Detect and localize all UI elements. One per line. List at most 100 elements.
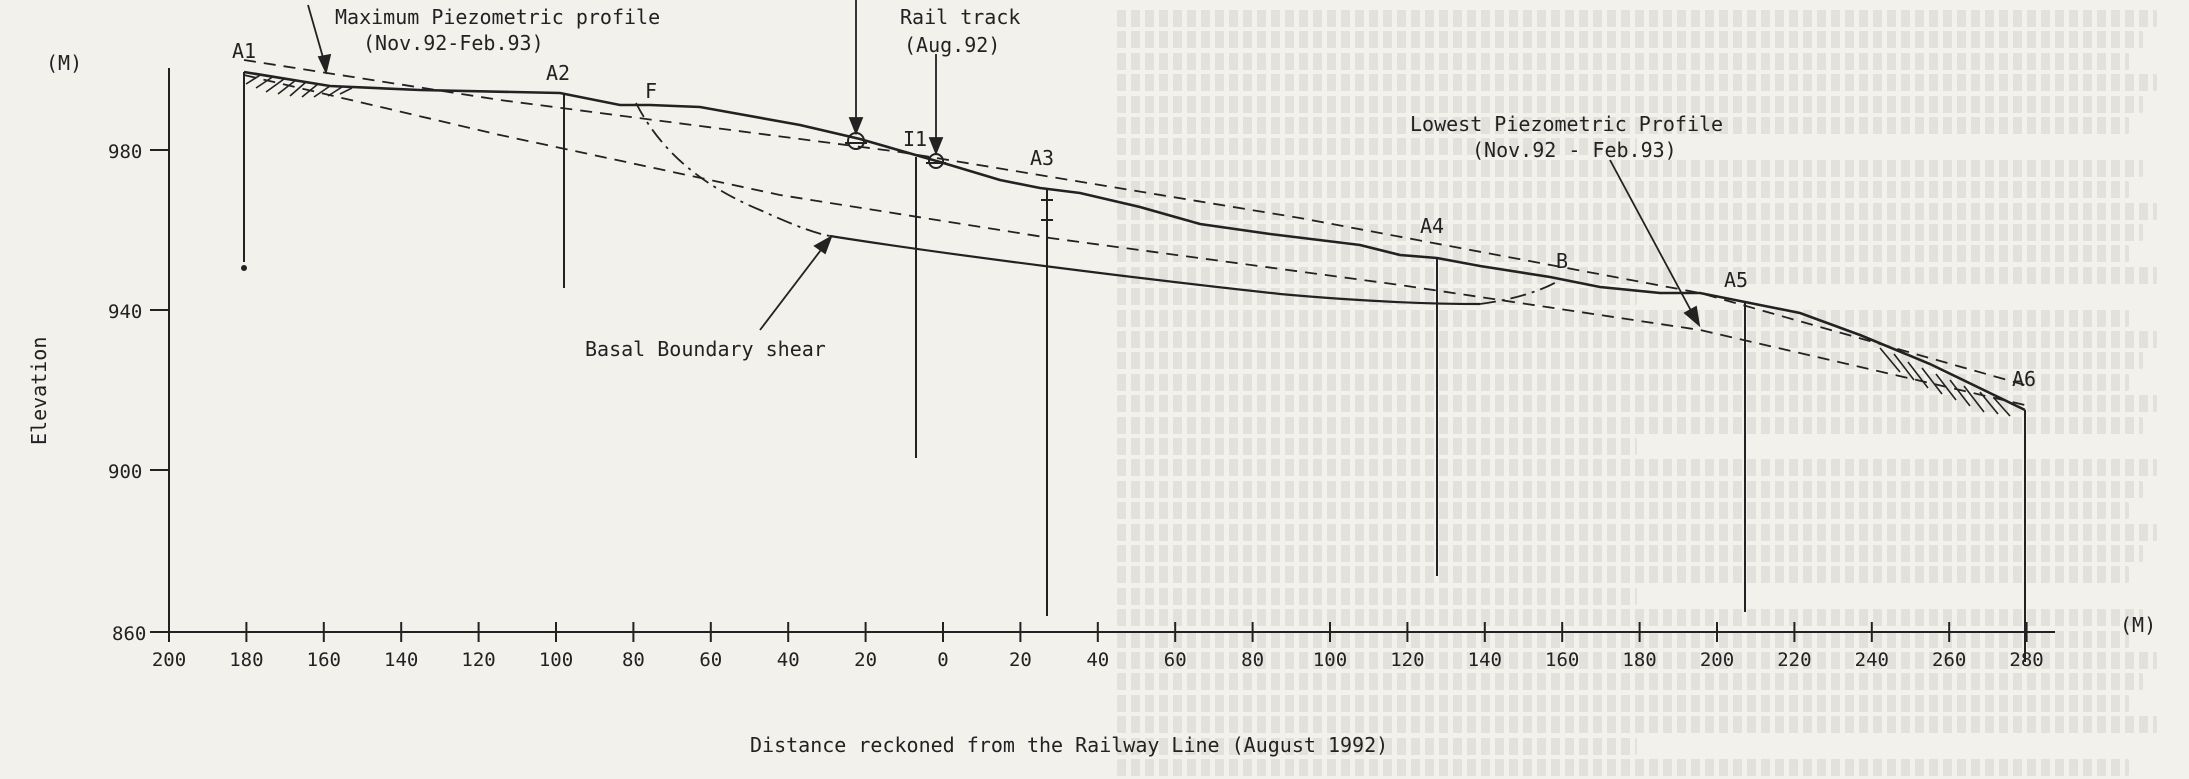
x-tick-label: 120 [1390,649,1424,671]
slip-surface-toe [1479,279,1561,305]
borehole-a1-bottom-dot [241,265,247,271]
borehole-label-a3: A3 [1030,146,1054,170]
bleed-through-line [1117,266,2157,284]
leader-lowest-profile [1609,159,1697,321]
x-tick-label: 180 [229,649,263,671]
bleed-through-line [1117,245,2129,263]
basal-shear-label: Basal Boundary shear [585,337,826,361]
x-tick-label: 40 [777,649,800,671]
bleed-through-line [1117,331,2157,348]
bleed-through-line [1117,694,2129,712]
bleed-through-text [1105,0,2189,779]
bleed-through-line [1117,502,2129,520]
bleed-through-line [1117,117,2129,134]
bleed-through-line [1117,416,2143,434]
borehole-label-a4: A4 [1420,214,1444,238]
y-axis-unit: (M) [46,51,82,75]
arrowhead [317,53,332,75]
arrowhead [928,137,944,156]
lowest-piezometric-profile [243,74,2026,406]
boreholes [243,72,2026,662]
borehole-label-i1: I1 [903,127,927,151]
x-tick-label: 80 [1241,649,1264,671]
y-tick-label: 900 [108,461,142,483]
bleed-through-line [1117,652,2157,669]
x-tick-label: 160 [307,649,341,671]
bleed-through-line [1117,523,2157,541]
x-tick-label: 260 [1932,649,1966,671]
maximum-piezometric-profile [243,59,2026,386]
x-tick-label: 100 [1313,649,1347,671]
bleed-through-line [1117,438,1637,455]
ground-surface-profile [243,70,2026,412]
y-tick-label: 860 [112,623,146,645]
slip-surface-dash-dot [635,102,831,237]
bleed-through-line [1117,480,2143,498]
bleed-through-line [1117,630,2129,648]
lowest-profile-dates: (Nov.92 - Feb.93) [1472,138,1677,162]
bleed-through-line [1117,95,2143,113]
rail-track-date: (Aug.92) [904,33,1000,57]
borehole-label-a2: A2 [546,61,570,85]
bleed-through-line [1117,74,2157,92]
bleed-through-line [1117,52,2129,70]
y-axis-ticks [150,149,169,633]
x-tick-label: 140 [384,649,418,671]
x-tick-label: 200 [152,649,186,671]
x-axis-ticks [168,622,2028,642]
bleed-through-line [1117,159,2143,177]
x-tick-label: 280 [2009,649,2043,671]
borehole-label-a1: A1 [232,39,256,63]
y-tick-label: 980 [108,141,142,163]
bleed-through-line [1117,459,2157,477]
bleed-through-line [1117,138,1637,156]
ground-hatching-a6 [1879,347,2011,417]
rail-track-label: Rail track [900,5,1020,29]
x-tick-label: 240 [1855,649,1889,671]
point-label-b: B [1556,249,1568,273]
bleed-through-line [1117,566,2129,584]
x-tick-label: 60 [1164,649,1187,671]
arrowhead [813,235,833,255]
borehole-label-a6: A6 [2012,367,2036,391]
bleed-through-line [1117,181,2129,199]
bleed-through-line [1117,759,2129,776]
x-tick-label: 60 [699,649,722,671]
bleed-through-line [1117,373,2129,391]
arrowhead [1683,305,1701,328]
x-tick-label: 100 [539,649,573,671]
y-axis-label: Elevation [27,337,51,445]
max-profile-dates: (Nov.92-Feb.93) [363,31,544,55]
x-tick-label: 160 [1545,649,1579,671]
point-label-f: F [645,79,657,103]
x-tick-label: 200 [1700,649,1734,671]
x-tick-label: 120 [461,649,495,671]
bleed-through-line [1117,737,1637,755]
borehole-label-a5: A5 [1724,268,1748,292]
bleed-through-line [1117,673,2143,691]
bleed-through-line [1117,224,2143,241]
bleed-through-line [1117,545,2143,562]
leader-basal-shear [759,241,828,331]
bleed-through-line [1117,587,1637,605]
x-axis-label: Distance reckoned from the Railway Line … [750,733,1388,757]
arrowhead [848,117,864,136]
lowest-profile-label: Lowest Piezometric Profile [1410,112,1723,136]
x-tick-label: 140 [1468,649,1502,671]
bleed-through-line [1117,31,2143,49]
x-axis-unit: (M) [2120,613,2156,637]
axes [168,68,2055,633]
x-tick-label: 80 [622,649,645,671]
bleed-through-line [1117,609,2143,627]
x-tick-label: 180 [1622,649,1656,671]
bleed-through-line [1117,395,2157,413]
x-tick-label: 20 [1009,649,1032,671]
max-profile-label: Maximum Piezometric profile [335,5,660,29]
x-tick-label: 40 [1086,649,1109,671]
bleed-through-line [1117,10,2157,27]
y-tick-label: 940 [108,301,142,323]
leader-arrows [307,0,1701,331]
